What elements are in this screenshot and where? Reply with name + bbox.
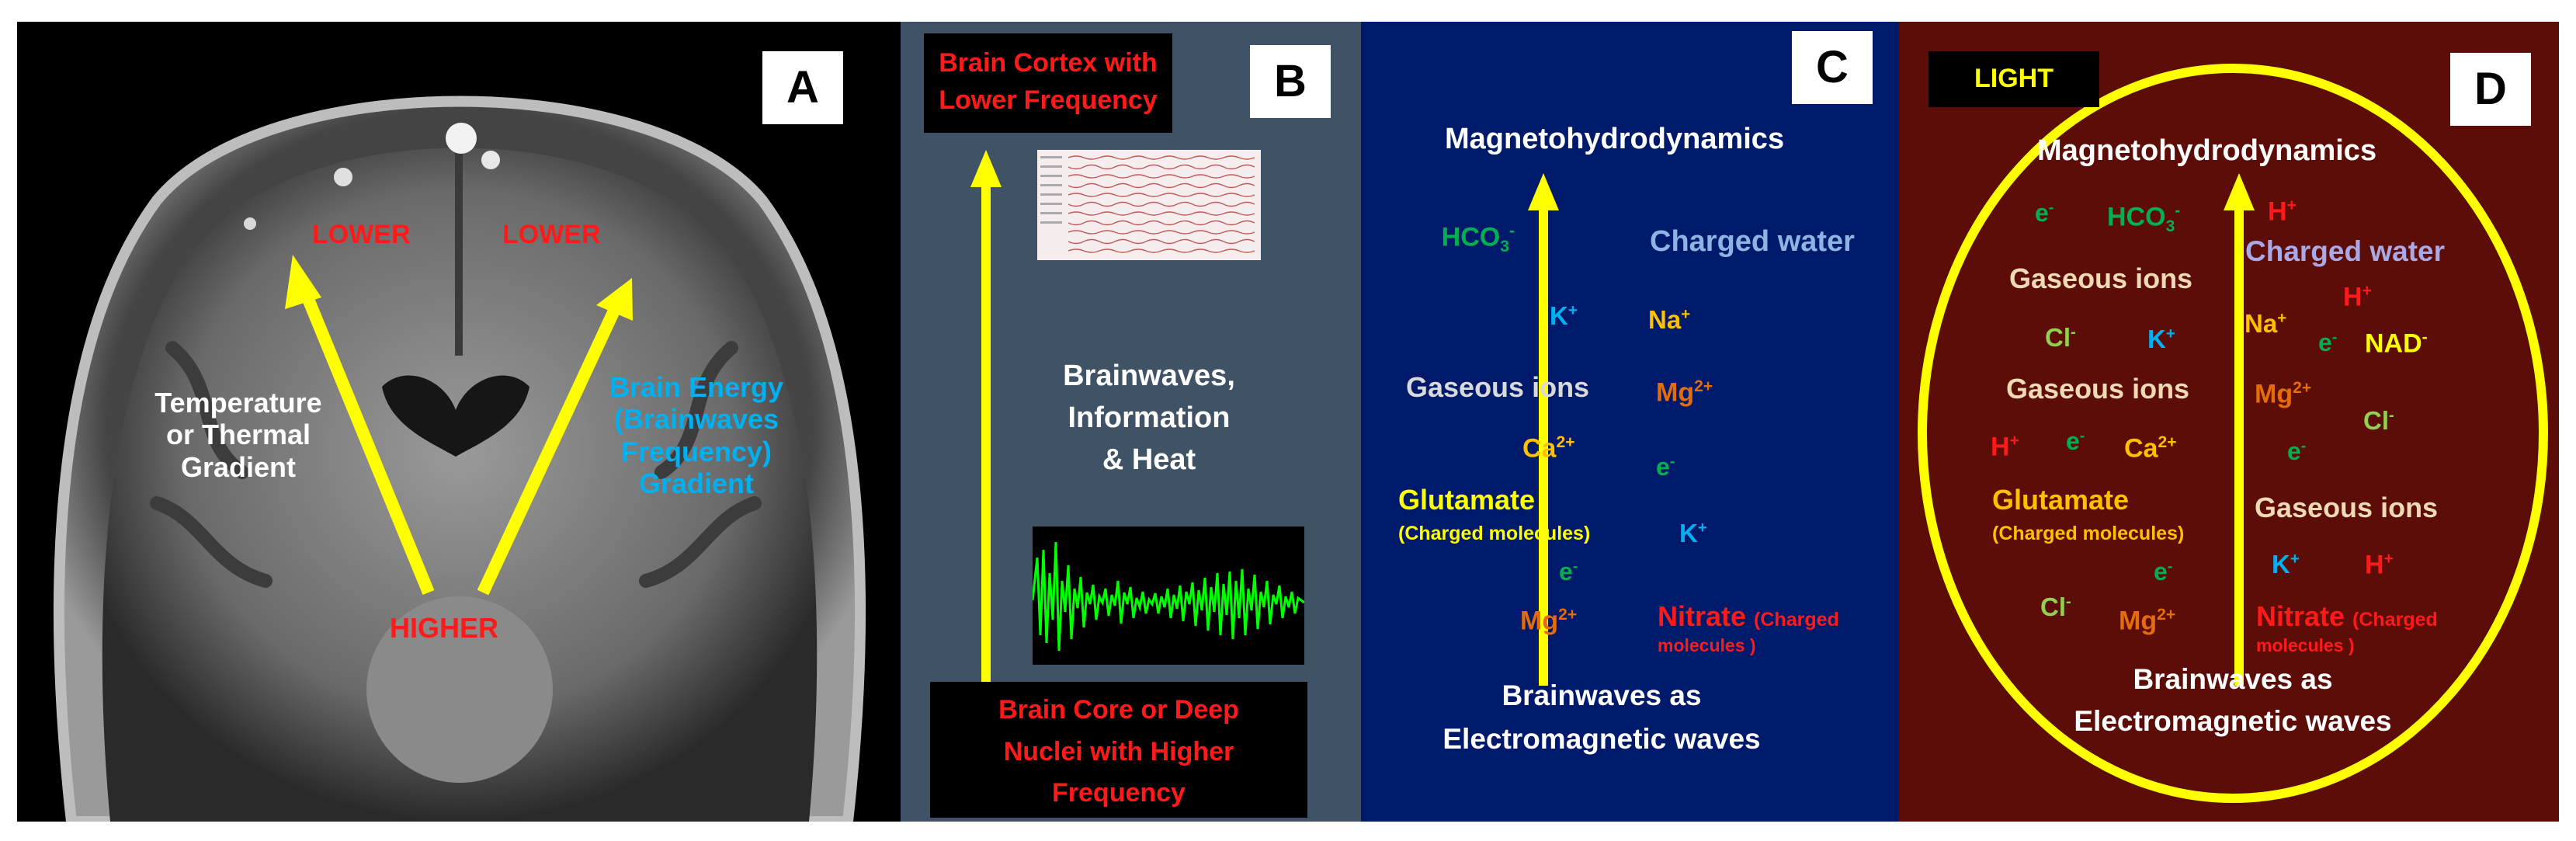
gaseous-ions-d2: Gaseous ions: [2006, 373, 2190, 405]
gaseous-ions-d3: Gaseous ions: [2255, 492, 2439, 523]
ion-h-d2: H+: [2343, 282, 2372, 312]
panel-d-mhd-light: LIGHT D Magnetohydrodynamics e- HCO3- H+…: [1899, 22, 2559, 822]
light-ellipse: [1918, 64, 2548, 803]
brainwaves-info-heat-label: Brainwaves, Information & Heat: [1063, 360, 1235, 476]
ion-h-d4: H+: [2365, 550, 2394, 580]
panel-a-mri: A LOWER LOWER HIGHER Temperature or Ther…: [17, 22, 901, 822]
arrow-up-c: [1528, 173, 1559, 686]
label-lower-left: LOWER: [312, 220, 411, 249]
arrow-up-b: [970, 150, 1002, 686]
panel-c-mhd: C Magnetohydrodynamics HCO3- Charged wat…: [1361, 22, 1899, 822]
core-box: [930, 682, 1307, 818]
ion-k-plus-c1: K+: [1550, 301, 1578, 330]
ion-cl-d3: Cl-: [2040, 593, 2071, 621]
ion-ca-c: Ca2+: [1522, 433, 1575, 464]
electron-d1: e-: [2035, 199, 2054, 227]
electron-d3: e-: [2066, 427, 2085, 455]
arrow-to-left-cortex: [298, 287, 435, 596]
ion-ca-d: Ca2+: [2124, 433, 2177, 464]
cortex-box-label: Brain Cortex with Lower Frequency: [939, 48, 1158, 115]
label-higher: HIGHER: [390, 612, 499, 644]
electron-d5: e-: [2154, 558, 2173, 586]
electron-c1: e-: [1656, 453, 1675, 481]
ion-k-d2: K+: [2272, 550, 2300, 579]
ion-na-plus-c: Na+: [1648, 305, 1691, 334]
light-label: LIGHT: [1974, 64, 2054, 93]
ion-h-d1: H+: [2268, 196, 2297, 227]
ion-mg-d1: Mg2+: [2255, 379, 2312, 409]
ventricles: [382, 375, 529, 457]
brain-tissue: [102, 148, 818, 822]
nad-d: NAD-: [2365, 328, 2428, 359]
nitrate-d: Nitrate (Charged: [2256, 600, 2438, 632]
arrow-up-d: [2224, 173, 2255, 686]
ion-k-plus-c2: K+: [1679, 519, 1707, 547]
panel-letter-c: C: [1792, 31, 1873, 104]
ion-hco3-c: HCO3-: [1441, 222, 1515, 256]
ion-cl-d2: Cl-: [2363, 406, 2394, 435]
eeg-cortex-trace: [1037, 150, 1261, 260]
charged-molecules-c: (Charged molecules): [1398, 523, 1591, 544]
ion-mg-c2: Mg2+: [1520, 606, 1578, 636]
panel-letter-b: B: [1250, 45, 1331, 118]
glutamate-c: Glutamate: [1398, 484, 1536, 516]
ion-k-d1: K+: [2147, 325, 2175, 353]
panel-letter-d: D: [2450, 53, 2531, 126]
label-energy-gradient: Brain Energy (Brainwaves Frequency) Grad…: [609, 371, 784, 500]
panel-b-brainwaves: Brain Cortex with Lower Frequency B: [901, 22, 1361, 822]
charged-water-d: Charged water: [2245, 235, 2446, 267]
ion-h-d3: H+: [1991, 432, 2019, 462]
cortex-box: [924, 33, 1172, 133]
ion-mg-d2: Mg2+: [2119, 606, 2176, 636]
brain-mri-illustration: [54, 96, 866, 822]
bottom-caption-d: Brainwaves as Electromagnetic waves: [2074, 663, 2392, 737]
mhd-title-c: Magnetohydrodynamics: [1445, 123, 1785, 155]
electron-d2: e-: [2318, 328, 2338, 356]
glutamate-d: Glutamate: [1992, 484, 2130, 516]
nitrate-note-c: molecules ): [1658, 635, 1756, 655]
ion-cl-d1: Cl-: [2045, 323, 2076, 352]
label-lower-right: LOWER: [502, 220, 601, 249]
charged-molecules-d: (Charged molecules): [1992, 523, 2185, 544]
electron-c2: e-: [1559, 558, 1578, 586]
panel-letter-a: A: [762, 51, 843, 124]
mhd-title-d: Magnetohydrodynamics: [2037, 134, 2377, 167]
ion-mg-c1: Mg2+: [1656, 377, 1713, 408]
label-temperature-gradient: Temperature or Thermal Gradient: [154, 387, 322, 483]
arrow-to-right-cortex: [477, 306, 621, 596]
gaseous-ions-c: Gaseous ions: [1406, 371, 1590, 403]
bottom-caption-c: Brainwaves as Electromagnetic waves: [1442, 679, 1761, 755]
light-box: [1929, 51, 2099, 107]
ion-hco3-d: HCO3-: [2107, 202, 2181, 236]
charged-water-c: Charged water: [1650, 225, 1855, 258]
core-box-label: Brain Core or Deep Nuclei with Higher Fr…: [998, 695, 1239, 808]
nitrate-note-d: molecules ): [2256, 635, 2355, 655]
brainstem: [366, 596, 553, 783]
gaseous-ions-d1: Gaseous ions: [2009, 262, 2193, 294]
electron-d4: e-: [2287, 437, 2307, 465]
eeg-core-trace: [1033, 526, 1304, 665]
ion-na-d: Na+: [2244, 309, 2287, 338]
nitrate-c: Nitrate (Charged: [1658, 600, 1839, 632]
